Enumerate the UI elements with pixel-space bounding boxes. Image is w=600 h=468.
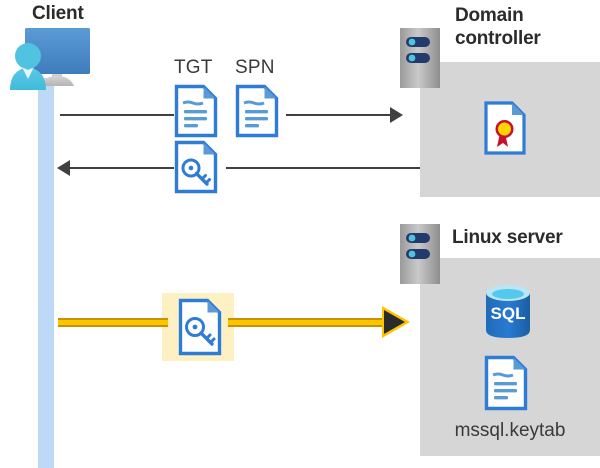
document-lines-icon bbox=[484, 355, 528, 416]
document-key-icon bbox=[174, 140, 218, 199]
request-line-left bbox=[60, 114, 174, 116]
response-line-left bbox=[70, 167, 174, 169]
client-title: Client bbox=[32, 3, 84, 24]
domain-controller-title: Domain controller bbox=[455, 5, 541, 49]
tgt-label: TGT bbox=[174, 57, 213, 78]
svg-text:SQL: SQL bbox=[491, 304, 526, 323]
client-workstation-user-icon bbox=[6, 28, 114, 105]
response-line-right bbox=[226, 167, 420, 169]
highlighted-flow-line-left bbox=[58, 318, 168, 327]
request-arrowhead-icon bbox=[390, 107, 403, 123]
response-arrowhead-icon bbox=[57, 160, 70, 176]
request-line-right bbox=[286, 114, 390, 116]
highlighted-flow-line-right bbox=[228, 318, 392, 327]
certificate-document-icon bbox=[484, 101, 526, 160]
server-rack-icon bbox=[398, 224, 442, 289]
linux-server-title: Linux server bbox=[452, 227, 563, 248]
client-lifeline bbox=[38, 78, 54, 468]
document-lines-icon bbox=[235, 84, 279, 143]
sql-database-cylinder-icon: SQL bbox=[482, 283, 534, 346]
highlighted-flow-arrowhead-icon bbox=[384, 310, 405, 334]
keytab-filename-label: mssql.keytab bbox=[454, 420, 566, 441]
document-lines-icon bbox=[174, 84, 218, 143]
spn-label: SPN bbox=[235, 57, 275, 78]
server-rack-icon bbox=[398, 28, 442, 93]
document-key-icon bbox=[178, 298, 222, 361]
